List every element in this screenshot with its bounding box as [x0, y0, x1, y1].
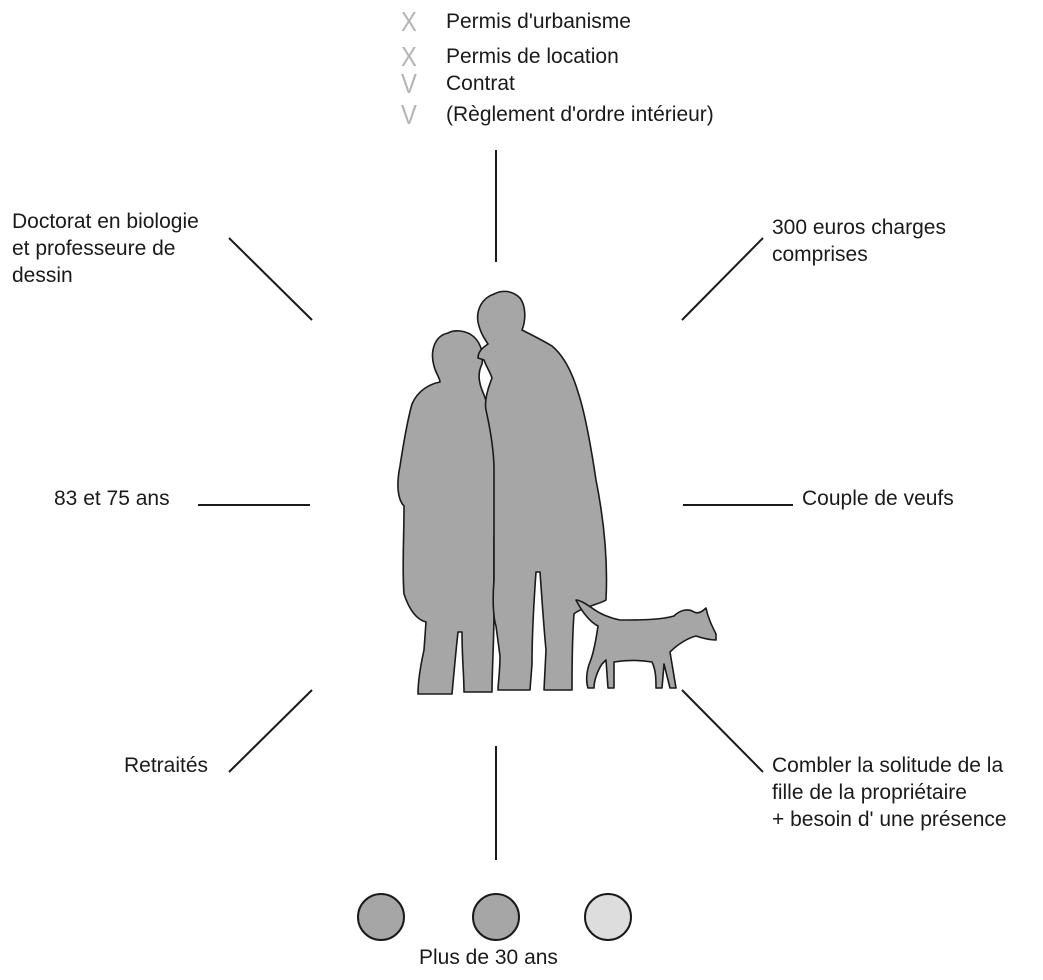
ages-label: 83 et 75 ans	[54, 487, 170, 510]
motivation-line-1: Combler la solitude de la	[772, 754, 1004, 777]
education-line-3: dessin	[12, 264, 73, 287]
woman-silhouette-icon	[397, 330, 497, 695]
duration-dot-1	[357, 893, 405, 941]
connector-top-right	[681, 237, 764, 321]
requirement-label: Contrat	[446, 72, 515, 95]
connector-bottom-right	[681, 689, 764, 773]
motivation-line-2: fille de la propriétaire	[772, 781, 967, 804]
duration-label: Plus de 30 ans	[419, 946, 558, 969]
duration-dot-3	[584, 893, 632, 941]
duration-dot-2	[472, 893, 520, 941]
requirement-label: (Règlement d'ordre intérieur)	[446, 103, 714, 126]
occupation-label: Retraités	[124, 754, 209, 777]
duration-indicator	[357, 893, 632, 941]
motivation-label: Combler la solitude de la fille de la pr…	[772, 752, 1007, 833]
rent-line-2: comprises	[772, 243, 868, 266]
check-mark-icon: V	[401, 99, 417, 130]
cross-mark-icon: X	[401, 6, 417, 37]
education-line-1: Doctorat en biologie	[12, 210, 199, 233]
cross-mark-icon: X	[401, 41, 417, 72]
connector-top-left	[228, 237, 313, 321]
rent-line-1: 300 euros charges	[772, 216, 946, 239]
check-mark-icon: V	[401, 68, 417, 99]
requirement-label: Permis d'urbanisme	[446, 10, 631, 33]
connector-bottom-left	[228, 689, 313, 773]
motivation-line-3: + besoin d' une présence	[772, 808, 1007, 831]
dog-silhouette-icon	[575, 599, 717, 689]
rent-label: 300 euros charges comprises	[772, 214, 946, 268]
man-silhouette-icon	[476, 290, 608, 691]
connector-lines	[198, 150, 793, 860]
education-line-2: et professeure de	[12, 237, 176, 260]
requirement-label: Permis de location	[446, 45, 619, 68]
marital-status-label: Couple de veufs	[802, 487, 954, 510]
education-label: Doctorat en biologie et professeure de d…	[12, 208, 199, 289]
